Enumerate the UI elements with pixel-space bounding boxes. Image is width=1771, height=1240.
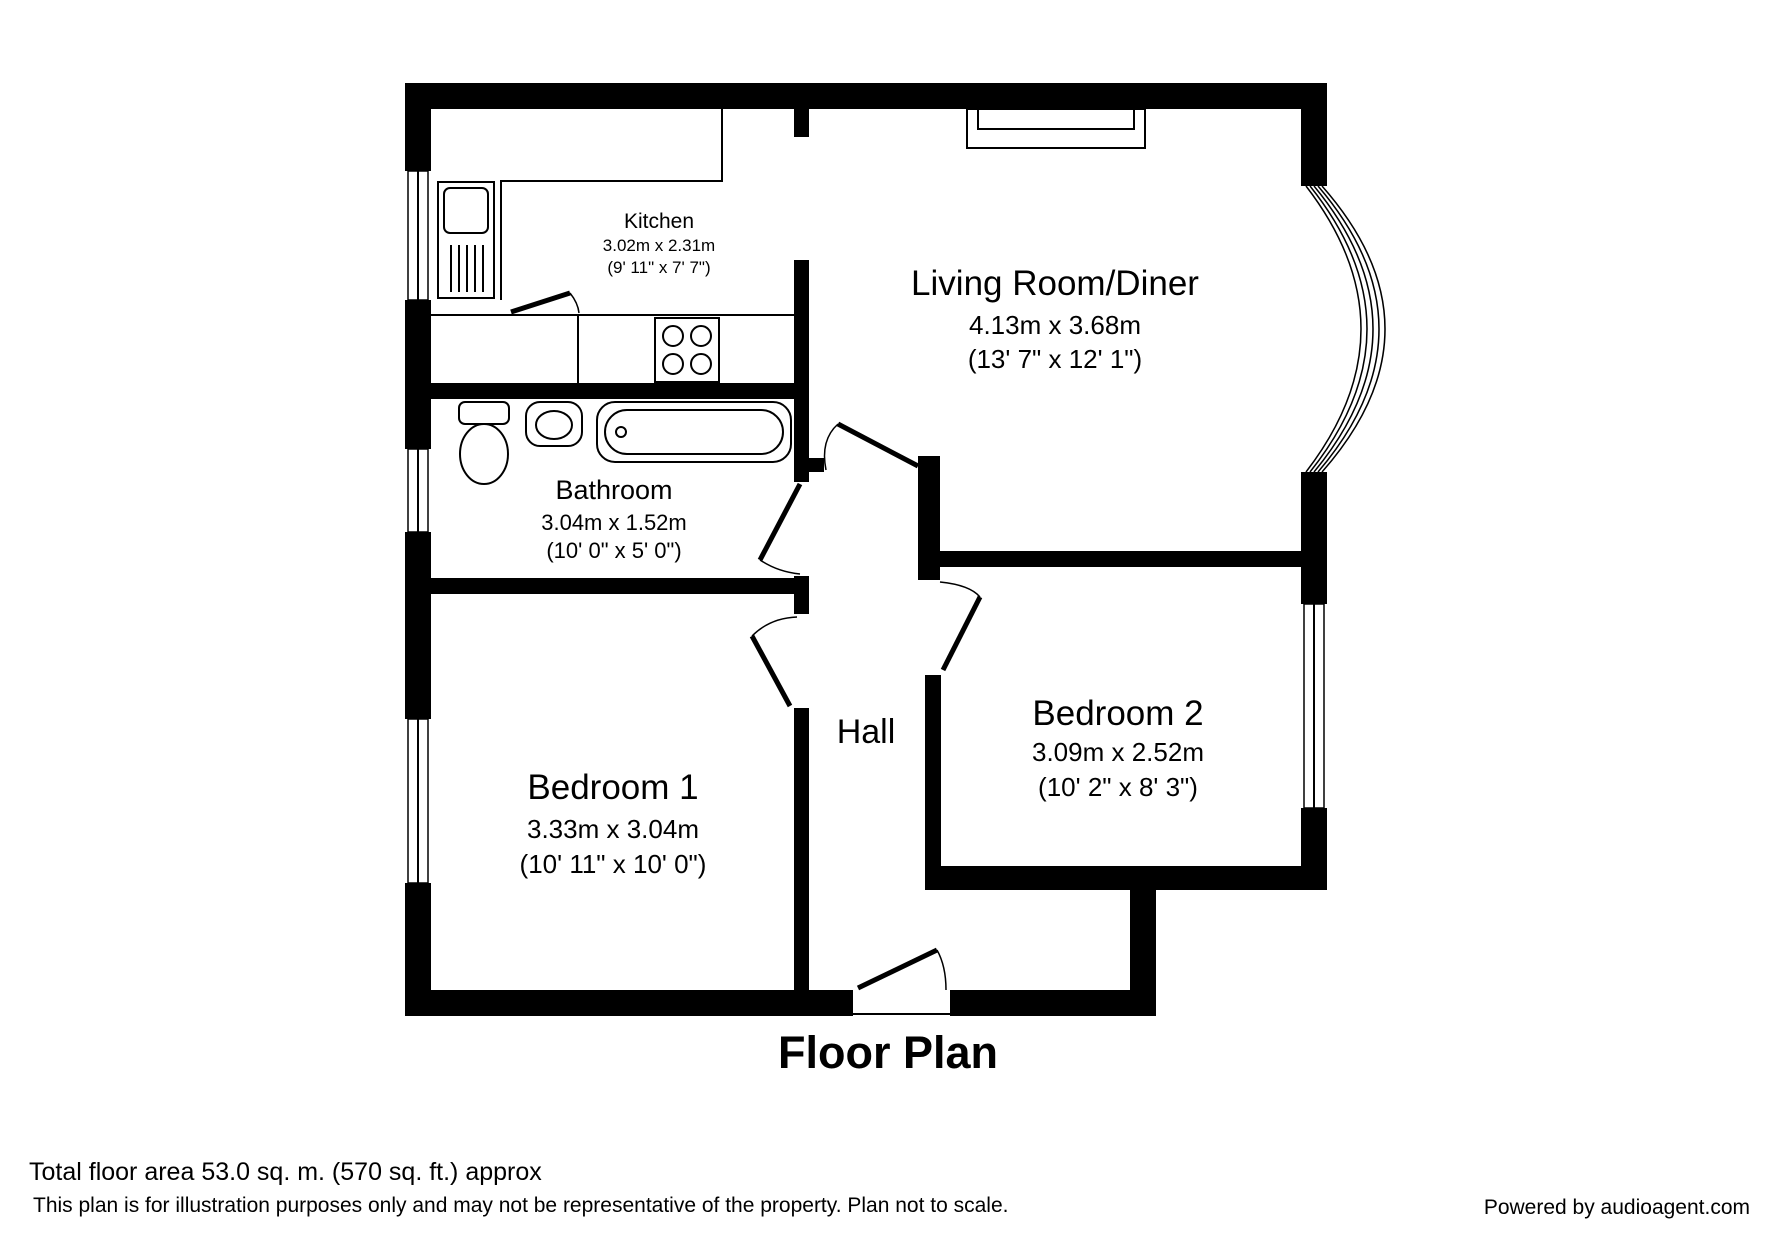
powered-by: Powered by audioagent.com: [1483, 1196, 1750, 1219]
room-label-living: Living Room/Diner 4.13m x 3.68m (13' 7" …: [911, 264, 1199, 374]
hall-name: Hall: [837, 713, 896, 751]
room-label-bedroom-1: Bedroom 1 3.33m x 3.04m (10' 11" x 10' 0…: [520, 768, 707, 879]
door-kitchen: [510, 290, 580, 315]
bedroom-1-imperial: (10' 11" x 10' 0"): [520, 849, 707, 879]
toilet-icon: [458, 401, 510, 485]
door-entrance: [853, 947, 950, 1015]
outer-walls: [405, 83, 1327, 1016]
door-bedroom-2: [939, 581, 983, 672]
bedroom-1-metric: 3.33m x 3.04m: [527, 814, 699, 844]
basin-icon: [525, 401, 583, 447]
living-metric: 4.13m x 3.68m: [969, 310, 1141, 340]
kitchen-name: Kitchen: [624, 210, 694, 233]
door-bedroom-1: [749, 616, 798, 708]
door-bathroom: [757, 482, 803, 575]
room-label-bedroom-2: Bedroom 2 3.09m x 2.52m (10' 2" x 8' 3"): [1032, 694, 1204, 802]
window-bathroom: [407, 448, 429, 533]
disclaimer: This plan is for illustration purposes o…: [33, 1194, 1009, 1217]
bay-window-living: [1305, 185, 1386, 473]
room-label-bathroom: Bathroom 3.04m x 1.52m (10' 0" x 5' 0"): [541, 475, 687, 563]
total-floor-area: Total floor area 53.0 sq. m. (570 sq. ft…: [29, 1158, 542, 1186]
window-bedroom-1: [407, 718, 429, 884]
sink-icon: [437, 181, 495, 299]
bedroom-2-imperial: (10' 2" x 8' 3"): [1038, 772, 1198, 802]
interior-walls: [431, 109, 1301, 990]
bedroom-1-name: Bedroom 1: [527, 768, 698, 807]
bathroom-imperial: (10' 0" x 5' 0"): [546, 538, 681, 563]
bathroom-metric: 3.04m x 1.52m: [541, 510, 687, 535]
room-label-kitchen: Kitchen 3.02m x 2.31m (9' 11" x 7' 7"): [603, 210, 715, 277]
bathroom-fittings: [458, 401, 792, 485]
page-title: Floor Plan: [778, 1027, 998, 1078]
living-imperial: (13' 7" x 12' 1"): [968, 344, 1142, 374]
living-name: Living Room/Diner: [911, 264, 1199, 303]
bedroom-2-name: Bedroom 2: [1032, 694, 1203, 733]
door-living: [823, 421, 920, 471]
bath-icon: [596, 401, 792, 463]
windows: [407, 170, 1386, 884]
bedroom-2-metric: 3.09m x 2.52m: [1032, 737, 1204, 767]
fireplace-icon: [966, 108, 1146, 149]
doors: [510, 290, 983, 1015]
kitchen-fittings: [431, 109, 794, 383]
window-kitchen: [407, 170, 429, 301]
hob-icon: [654, 317, 720, 383]
kitchen-metric: 3.02m x 2.31m: [603, 236, 715, 255]
window-bedroom-2: [1303, 603, 1325, 809]
bathroom-name: Bathroom: [555, 475, 672, 505]
kitchen-imperial: (9' 11" x 7' 7"): [607, 258, 710, 277]
